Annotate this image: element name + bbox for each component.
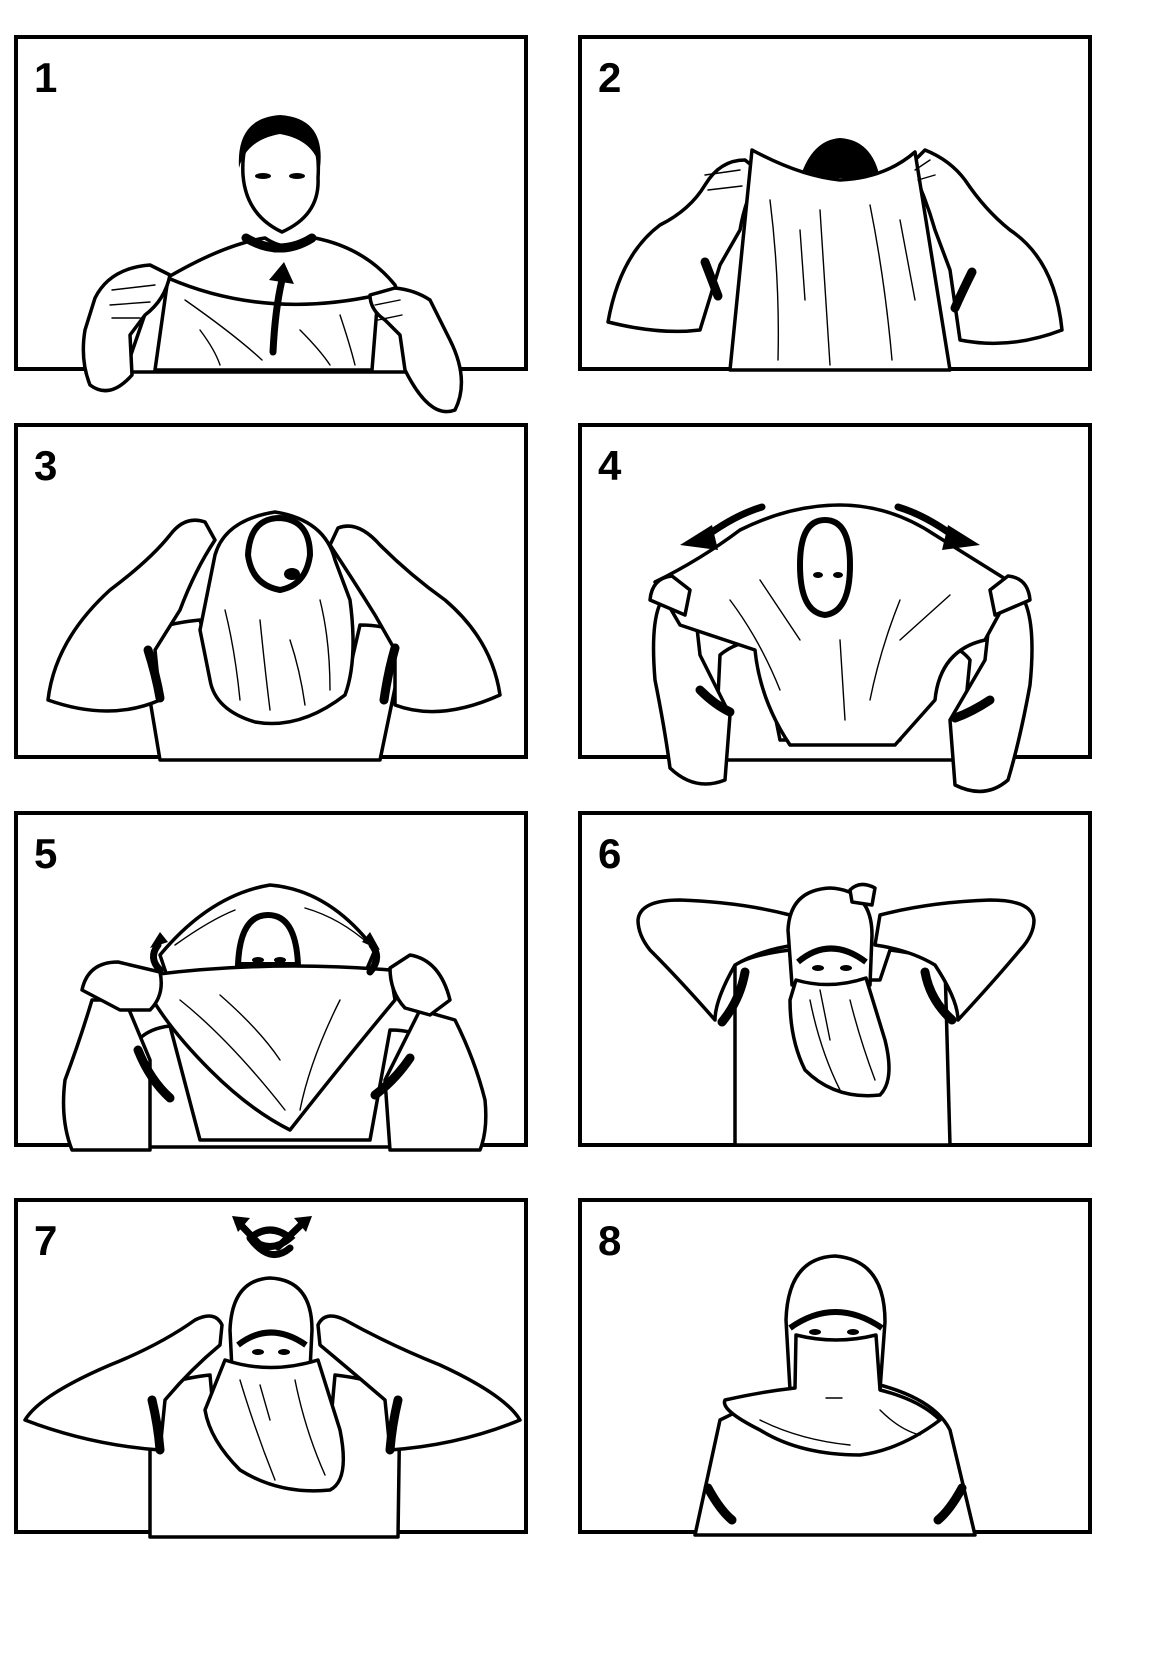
step-number: 2 [598,54,622,101]
step-number: 3 [34,442,58,489]
step-panel-3: 3 [14,423,528,759]
step-panel-5: 5 [14,811,528,1147]
step-number: 8 [598,1217,622,1264]
step-panel-1: 1 [14,35,528,371]
step-number: 4 [598,442,622,489]
step-panel-6: 6 [578,811,1092,1147]
step-panel-2: 2 [578,35,1092,371]
step-panel-8: 8 [578,1198,1092,1534]
step-number: 5 [34,830,58,877]
step-number: 6 [598,830,622,877]
step-number: 1 [34,54,58,101]
step-panel-7: 7 [14,1198,528,1534]
step-panel-4: 4 [578,423,1092,759]
step-number: 7 [34,1217,58,1264]
